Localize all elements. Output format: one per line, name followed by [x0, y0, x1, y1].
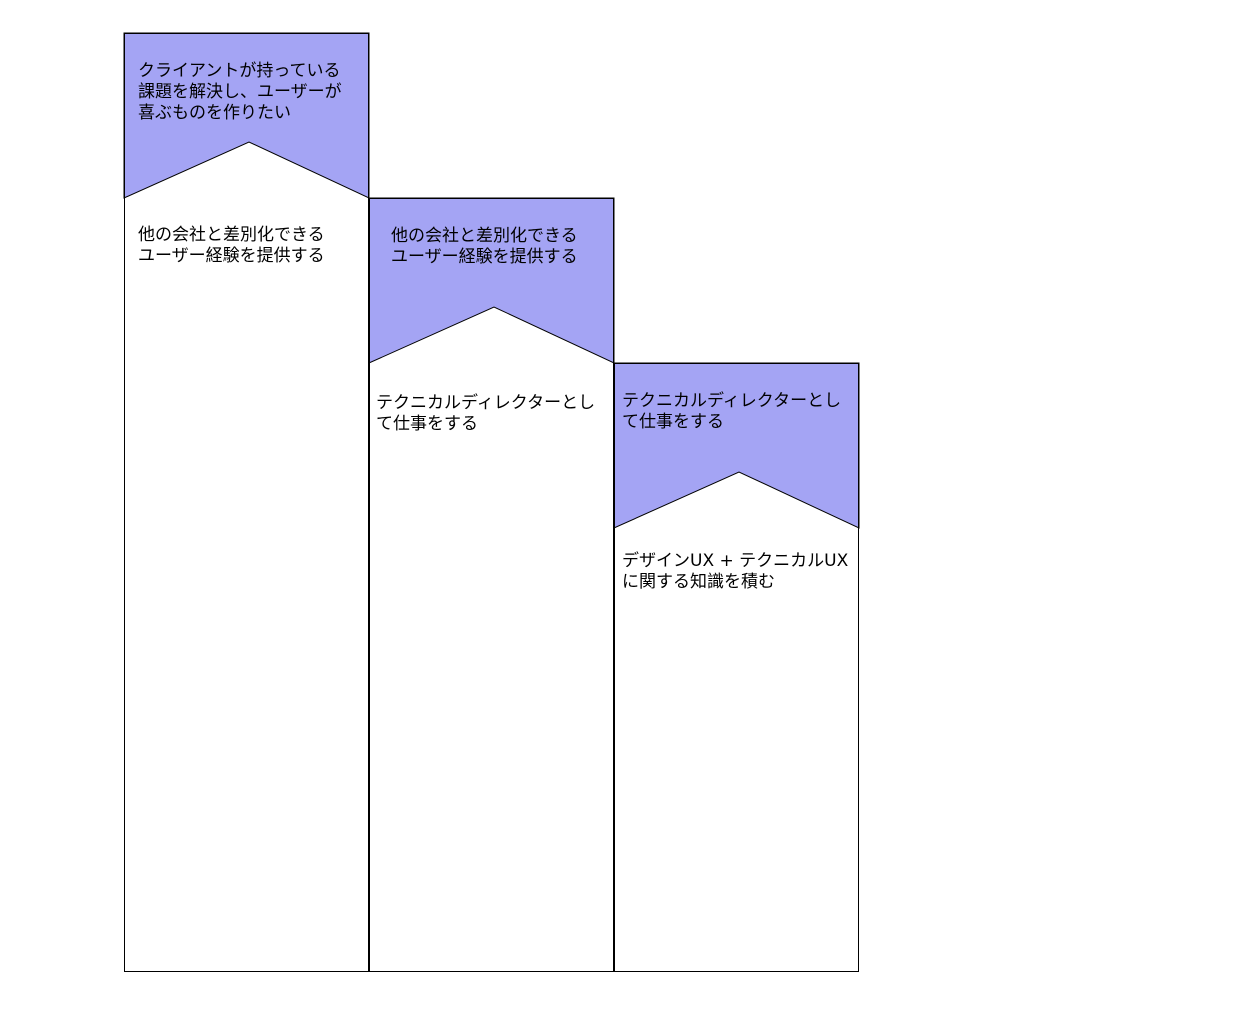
column-2-body-text: テクニカルディレクターとし て仕事をする [376, 393, 596, 434]
column-2-frame [369, 198, 614, 972]
column-3-header-text: テクニカルディレクターとし て仕事をする [622, 391, 842, 432]
column-3-frame [614, 363, 859, 972]
column-3-body-text: デザインUX + テクニカルUX に関する知識を積む [622, 551, 849, 592]
column-1-body-text: 他の会社と差別化できる ユーザー経験を提供する [138, 225, 325, 266]
column-2-header-text: 他の会社と差別化できる ユーザー経験を提供する [391, 226, 578, 267]
column-1-header-text: クライアントが持っている 課題を解決し、ユーザーが 喜ぶものを作りたい [138, 61, 342, 123]
column-1-frame [124, 33, 369, 972]
